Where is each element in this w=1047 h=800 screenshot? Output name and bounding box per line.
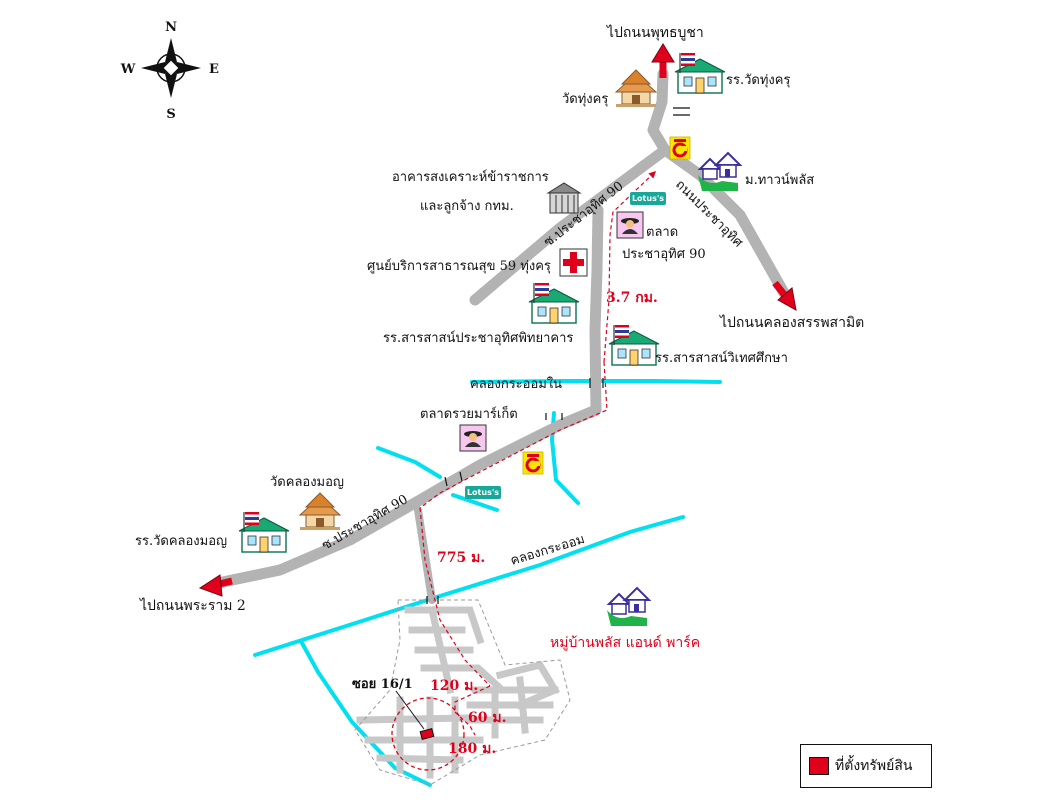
school-flag-icon (674, 52, 726, 94)
label-soi-16-1: ซอย 16/1 (352, 677, 413, 692)
label-wat-khlong-mon: วัดคลองมอญ (270, 475, 344, 490)
canal-left-branch (376, 446, 442, 479)
direction-arrow-icon (198, 574, 233, 597)
property-marker-icon (809, 757, 829, 775)
market-icon (459, 424, 487, 452)
label-distance-main: 3.7 กม. (606, 290, 658, 306)
compass-south: S (166, 107, 175, 122)
bigc-store-icon (668, 135, 692, 161)
label-school-wat-thung-khru: รร.วัดทุ่งครุ (726, 73, 790, 88)
canal-khlong-krathom-nai (470, 379, 722, 384)
school-flag-icon (238, 511, 290, 553)
property-radius-circle (391, 697, 465, 771)
label-school-sarasas-pracha: รร.สารสาสน์ประชาอุทิศพิทยาคาร (383, 330, 573, 346)
label-distance-775: 775 ม. (437, 550, 485, 566)
route-path (419, 171, 657, 736)
label-to-rama2: ไปถนนพระราม 2 (139, 597, 246, 614)
map-legend: ที่ตั้งทรัพย์สิน (800, 744, 932, 788)
house-village-icon (697, 152, 741, 192)
canal-khlong-krathom (253, 515, 685, 657)
compass-east: E (209, 62, 219, 77)
label-to-khlong-sanphasamit: ไปถนนคลองสรรพสามิต (719, 314, 864, 331)
label-market-line2: ประชาอุทิศ 90 (622, 247, 706, 262)
label-school-sarasas-wittaya: รร.สารสาสน์วิเทศศึกษา (655, 350, 788, 366)
label-to-phutthabucha: ไปถนนพุทธบูชา (606, 24, 704, 41)
road-north (647, 68, 671, 156)
label-distance-180: 180 ม. (448, 741, 496, 757)
roads (212, 68, 794, 604)
label-village-plus-park: หมู่บ้านพลัส แอนด์ พาร์ค (550, 634, 700, 651)
school-flag-icon (608, 324, 660, 366)
label-taladruay-market: ตลาดรวยมาร์เก็ต (420, 404, 518, 422)
label-distance-60: 60 ม. (468, 710, 506, 726)
bridges (426, 107, 690, 604)
label-office-line1: อาคารสงเคราะห์ข้าราชการ (392, 169, 549, 185)
label-market-line1: ตลาด (646, 225, 678, 240)
market-icon (616, 211, 644, 239)
bigc-store-icon (521, 450, 545, 476)
compass-west: W (120, 62, 136, 77)
temple-icon (299, 492, 341, 531)
label-khlong-krathom-nai: คลองกระออมใน (470, 376, 562, 392)
house-village-icon (606, 587, 650, 627)
compass-north: N (165, 20, 177, 35)
school-flag-icon (528, 282, 580, 324)
property-marker-icon[interactable] (419, 727, 435, 741)
compass-icon: N S E W (120, 20, 219, 122)
hospital-cross-icon (559, 248, 588, 277)
road-soi-pracha-uthit-90-top (469, 144, 671, 306)
direction-arrow-icon (651, 43, 675, 78)
lotus-label-1: Lotus's (632, 194, 664, 203)
canal-diagonal (451, 493, 499, 512)
road-south-branch (414, 506, 436, 604)
label-office-line2: และลูกจ้าง กทม. (420, 199, 514, 214)
government-building-icon (546, 182, 582, 214)
village-streets (356, 605, 561, 779)
road-pracha-uthit (659, 144, 794, 306)
legend-property-location: ที่ตั้งทรัพย์สิน (835, 758, 913, 774)
village-boundary (354, 599, 571, 786)
lotus-label-2: Lotus's (467, 488, 499, 497)
label-wat-thung-khru: วัดทุ่งครุ (562, 92, 608, 107)
temple-icon (615, 69, 657, 108)
canal-bottom-loop (300, 641, 432, 787)
soi-pointer-line (395, 690, 425, 730)
road-soi-pracha-uthit-90-bottom (212, 419, 566, 589)
label-health-center: ศูนย์บริการสาธารณสุข 59 ทุ่งครุ (367, 258, 551, 274)
road-central (554, 204, 604, 431)
label-school-wat-khlong-mon: รร.วัดคลองมอญ (135, 534, 227, 549)
direction-arrow-icon (772, 280, 797, 311)
label-town-plus: ม.ทาวน์พลัส (745, 172, 814, 188)
label-distance-120: 120 ม. (430, 678, 478, 694)
